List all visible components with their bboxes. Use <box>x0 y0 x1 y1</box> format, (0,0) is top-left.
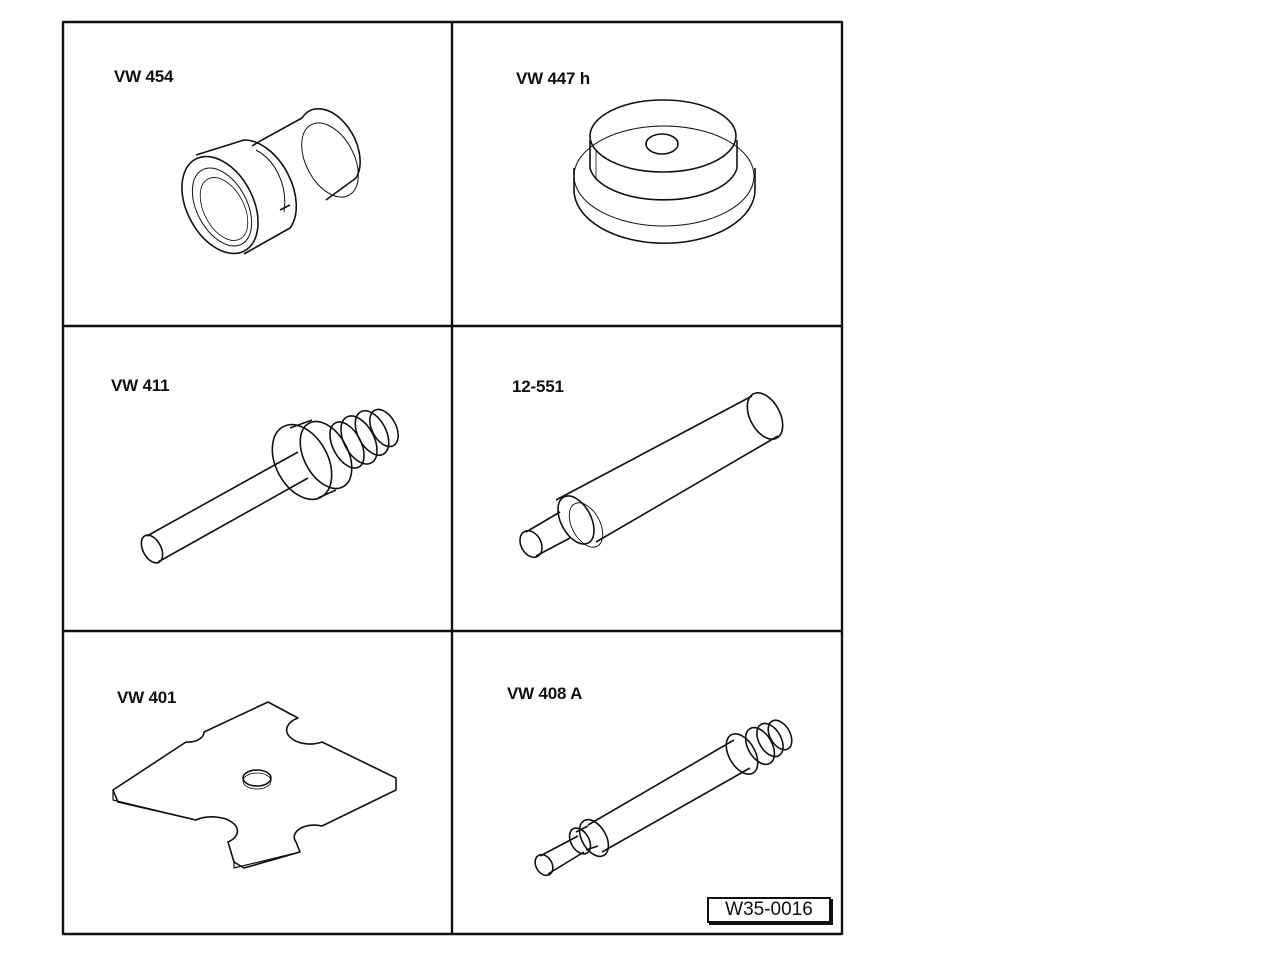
grid-frame <box>61 20 844 936</box>
tool-label-vw408a: VW 408 A <box>507 684 583 703</box>
vw454-sleeve-drawing <box>181 108 361 255</box>
tool-label-12-551: 12-551 <box>512 377 564 396</box>
vw401-plate-drawing <box>112 701 397 869</box>
figure-reference: W35-0016 <box>707 897 831 923</box>
tool-label-vw454: VW 454 <box>114 67 174 86</box>
tool-label-vw447h: VW 447 h <box>516 69 590 88</box>
tool-label-vw411: VW 411 <box>111 376 170 395</box>
tool-label-vw401: VW 401 <box>117 688 177 707</box>
vw411-drift-drawing <box>140 408 399 564</box>
12-551-drift-drawing <box>519 392 784 559</box>
vw408a-drift-drawing <box>534 719 793 877</box>
vw447h-disc-drawing <box>573 99 756 245</box>
